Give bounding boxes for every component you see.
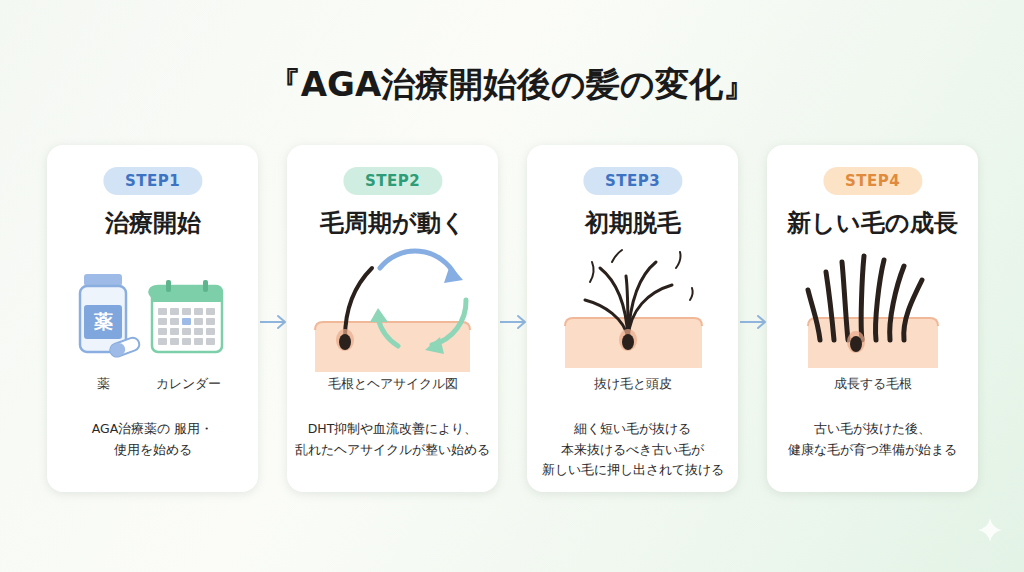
step-badge: STEP4	[823, 167, 922, 195]
step-description: 細く短い毛が抜ける 本来抜けるべき古い毛が 新しい毛に押し出されて抜ける	[533, 419, 732, 481]
flow-arrow	[500, 316, 525, 328]
step-heading: 治療開始	[105, 207, 201, 239]
step-heading: 新しい毛の成長	[787, 207, 958, 239]
flow-arrow	[260, 316, 285, 328]
step-description: DHT抑制や血流改善により、 乱れたヘアサイクルが整い始める	[293, 419, 492, 460]
step-badge: STEP3	[583, 167, 682, 195]
step-badge: STEP1	[103, 167, 202, 195]
illustration-caption: 薬	[97, 375, 110, 393]
step-description: AGA治療薬の 服用・使用を始める	[53, 419, 252, 460]
illustration-caption: カレンダー	[156, 375, 221, 393]
step-heading: 毛周期が動く	[320, 207, 466, 239]
illustration-caption: 抜け毛と頭皮	[594, 375, 672, 393]
title: 『AGA治療開始後の髪の変化』	[0, 62, 1024, 108]
step-card: STEP2 毛周期が動く毛根とヘアサイクル図 DHT抑制や血流改善により、 乱れたヘ…	[287, 145, 498, 492]
step-heading: 初期脱毛	[585, 207, 681, 239]
flow-arrow	[740, 316, 765, 328]
step-badge: STEP2	[343, 167, 442, 195]
step-description: 古い毛が抜けた後、 健康な毛が育つ準備が始まる	[773, 419, 972, 460]
illustration-caption: 毛根とヘアサイクル図	[328, 375, 458, 393]
bottle-label: 薬	[94, 309, 113, 335]
illustration-caption: 成長する毛根	[834, 375, 912, 393]
